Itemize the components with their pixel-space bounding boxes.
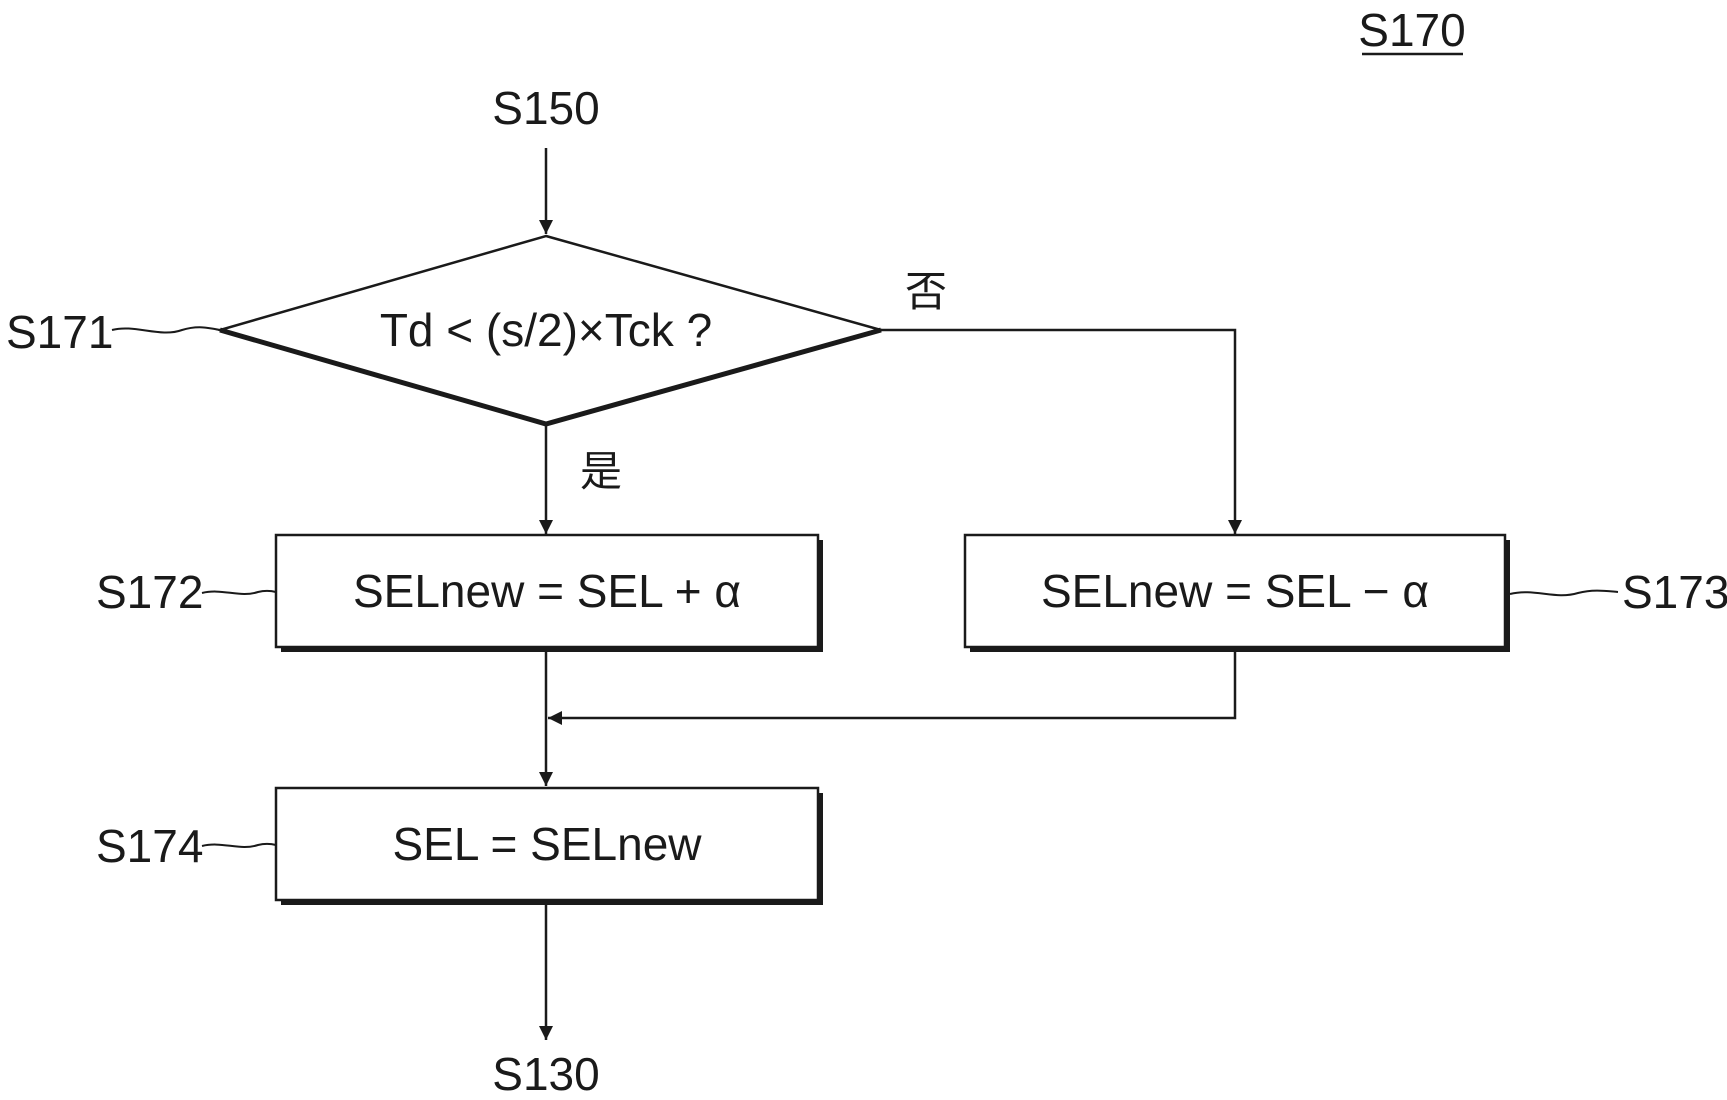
process-box-s172-ref: S172 xyxy=(96,566,203,618)
decision-s171: Td < (s/2)×Tck ? xyxy=(215,234,886,427)
decision-ref-leader xyxy=(111,326,221,334)
process-box-s172-text: SELnew = SEL + α xyxy=(353,565,741,617)
process-box-s174-text: SEL = SELnew xyxy=(393,818,703,870)
decision-ref-label: S171 xyxy=(6,306,113,358)
connector-s173-merge xyxy=(548,652,1237,725)
decision-text: Td < (s/2)×Tck ? xyxy=(380,304,712,356)
process-box-s173-text: SELnew = SEL − α xyxy=(1041,565,1429,617)
process-box-s173: SELnew = SEL − α xyxy=(963,533,1510,652)
process-box-s174-frame xyxy=(274,786,820,902)
yes-branch-label: 是 xyxy=(580,447,622,496)
arrow-no-branch xyxy=(881,328,1242,534)
process-box-s172: SELnew = SEL + α xyxy=(274,533,823,652)
process-box-s172-leader xyxy=(201,589,277,595)
figure-id: S170 xyxy=(1358,4,1465,56)
no-branch-label: 否 xyxy=(905,267,947,316)
process-box-s174-ref: S174 xyxy=(96,820,203,872)
process-box-s172-frame xyxy=(274,533,820,649)
process-box-s173-ref: S173 xyxy=(1622,566,1727,618)
process-box-s173-frame xyxy=(963,533,1507,649)
process-box-s173-leader xyxy=(1509,589,1619,597)
end-ref-label: S130 xyxy=(492,1048,599,1100)
process-box-s174-leader xyxy=(201,842,277,848)
start-ref-label: S150 xyxy=(492,82,599,134)
process-box-s174: SEL = SELnew xyxy=(274,786,823,905)
